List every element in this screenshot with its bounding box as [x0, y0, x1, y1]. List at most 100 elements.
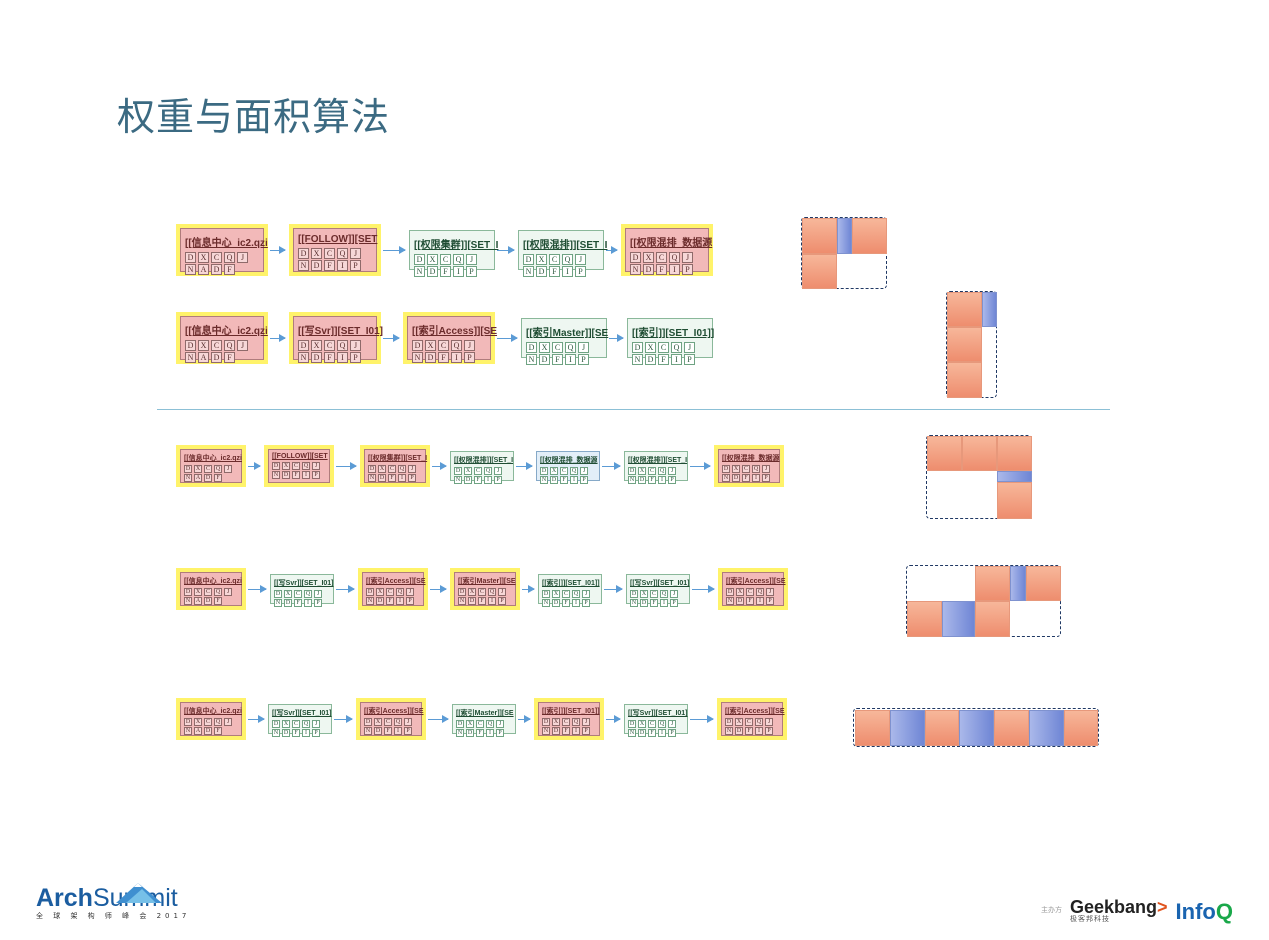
node-label: [[索引Access]][SE [725, 708, 785, 715]
bang-text: bang [1114, 897, 1158, 917]
flag-cell: C [204, 465, 212, 473]
flag-cell: F [562, 727, 570, 735]
flag-cell: Q [302, 462, 310, 470]
flag-cell: D [298, 340, 309, 351]
flag-cell: Q [660, 590, 668, 598]
area-block [1010, 566, 1026, 601]
flag-cell: J [350, 340, 361, 351]
flag-cell: D [274, 590, 282, 598]
flag-cell: Q [756, 588, 764, 596]
flag-cell: P [580, 476, 588, 484]
area-block [855, 710, 890, 746]
flag-cell: P [684, 354, 695, 365]
flag-cell: C [745, 718, 753, 726]
area-block [942, 601, 975, 637]
flag-cell: D [725, 718, 733, 726]
flag-cell: F [742, 474, 750, 482]
flag-cell: D [374, 727, 382, 735]
flag-cell: D [185, 252, 196, 263]
flag-cell: Q [488, 588, 496, 596]
flag-cell: F [746, 597, 754, 605]
area-block [975, 601, 1010, 637]
flag-cell: X [736, 588, 744, 596]
flag-cell: F [560, 476, 568, 484]
flag-cell: N [526, 354, 537, 365]
flow-arrow [606, 715, 621, 723]
flag-cell: Q [565, 342, 576, 353]
flag-cell: N [523, 266, 534, 277]
flag-cell: N [630, 599, 638, 607]
flag-cell: I [658, 729, 666, 737]
flag-cell: D [468, 597, 476, 605]
flag-cell: Q [304, 590, 312, 598]
flow-arrow [609, 334, 624, 342]
flag-cell: D [282, 729, 290, 737]
flow-arrow [432, 462, 447, 470]
flag-cell: N [542, 599, 550, 607]
flow-arrow [604, 585, 623, 593]
flag-cell: P [494, 476, 502, 484]
flag-cell: Q [562, 254, 573, 265]
flag-cell: C [656, 252, 667, 263]
flag-cell: I [572, 727, 580, 735]
area-block [802, 254, 837, 289]
flag-cell: N [458, 597, 466, 605]
infoq-text: Info [1175, 899, 1216, 924]
node-label: [[索引Access]][SE [366, 578, 426, 585]
flag-cell: I [394, 727, 402, 735]
geek-arrow: > [1157, 897, 1168, 917]
flag-cell: I [660, 599, 668, 607]
flag-cell: J [762, 465, 770, 473]
area-block [997, 471, 1032, 482]
